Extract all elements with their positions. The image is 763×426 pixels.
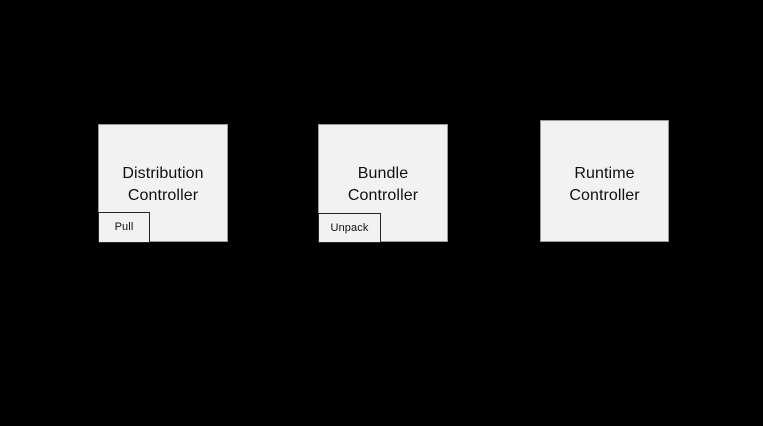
- subnode-pull-label: Pull: [114, 221, 134, 233]
- node-runtime-controller[interactable]: Runtime Controller: [540, 120, 669, 242]
- subnode-pull[interactable]: Pull: [98, 212, 150, 243]
- node-bundle-controller-label: Bundle Controller: [347, 165, 419, 204]
- node-distribution-controller-label: Distribution Controller: [122, 165, 204, 204]
- subnode-unpack[interactable]: Unpack: [318, 213, 381, 243]
- node-runtime-controller-label: Runtime Controller: [569, 165, 640, 204]
- subnode-unpack-label: Unpack: [330, 221, 369, 234]
